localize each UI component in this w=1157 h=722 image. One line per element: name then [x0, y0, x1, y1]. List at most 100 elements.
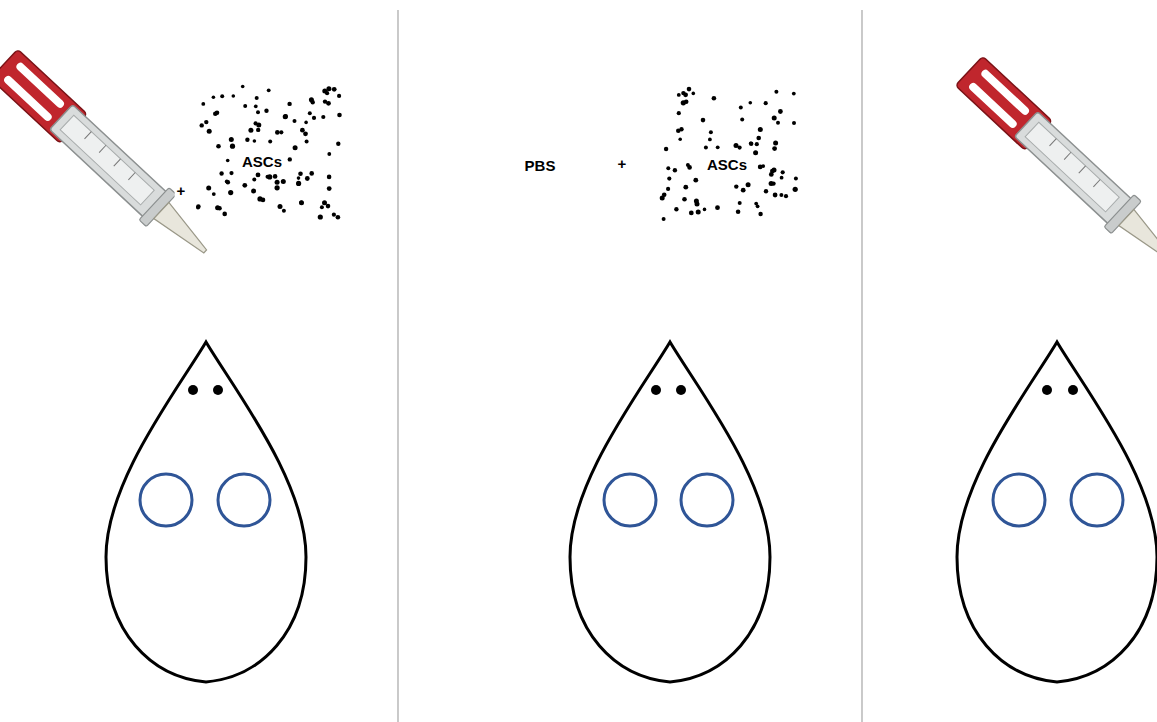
cell-dot [755, 142, 759, 146]
cell-dot [772, 146, 777, 151]
cell-dot [773, 193, 778, 198]
cell-dot [196, 204, 201, 209]
cell-dot [332, 87, 337, 92]
cell-dot [676, 128, 681, 133]
cell-dot [708, 138, 712, 142]
cell-dot [784, 194, 788, 198]
cell-dot [739, 106, 743, 110]
cell-dot [305, 176, 310, 181]
cell-dot [673, 168, 677, 172]
cell-dot [327, 186, 332, 191]
cell-dot [696, 210, 701, 215]
cell-dot [241, 85, 245, 89]
cell-dot [200, 123, 204, 127]
cell-dot [278, 204, 283, 209]
cell-dot [774, 90, 778, 94]
cell-dot [683, 185, 688, 190]
cell-dot [792, 121, 796, 125]
cell-dot [283, 114, 288, 119]
cell-dot [749, 142, 753, 146]
cell-dot [212, 95, 216, 99]
cell-dot [740, 118, 744, 122]
cell-dot [701, 118, 706, 123]
cell-dot [299, 200, 304, 205]
cell-dot [749, 101, 753, 105]
cell-dot [232, 94, 236, 98]
cell-dot [746, 182, 751, 187]
cell-dot [681, 100, 686, 105]
cell-dot [282, 209, 286, 213]
cell-dot [219, 171, 223, 175]
cell-dot [695, 202, 700, 207]
cell-dot [266, 175, 270, 179]
cell-dot [318, 214, 323, 219]
cell-dot [326, 204, 331, 209]
cell-dot [322, 88, 327, 93]
cell-dot [283, 114, 288, 119]
cell-label: ASCs [705, 156, 749, 173]
cell-dot [778, 109, 783, 114]
cell-dot [764, 101, 768, 105]
cell-dot [248, 128, 253, 133]
cell-dot [293, 119, 297, 123]
cell-dot [792, 92, 796, 96]
cell-dot [254, 121, 258, 125]
cell-dot [288, 157, 292, 161]
cell-dot [206, 186, 211, 191]
cell-dot [207, 129, 212, 134]
cell-dot [756, 136, 761, 141]
cell-dot [689, 211, 694, 216]
vehicle-label: PBS [523, 157, 558, 174]
cell-dot [275, 130, 280, 135]
cell-dot [336, 142, 340, 146]
cell-dot [337, 113, 342, 118]
cell-dot [228, 190, 233, 195]
cell-dot [220, 94, 224, 98]
cell-dot [201, 102, 205, 106]
cell-dot [256, 128, 260, 132]
cell-dot [773, 140, 778, 145]
cell-dot [229, 137, 234, 142]
cell-dot [296, 181, 301, 186]
cell-dot [304, 121, 308, 125]
cell-dot [674, 207, 678, 211]
cell-dot [758, 212, 762, 216]
cell-label: ASCs [240, 153, 284, 170]
cell-dot [736, 209, 741, 214]
cell-dot [336, 215, 341, 220]
cell-dot [321, 115, 325, 119]
cell-dot [279, 130, 283, 134]
cell-dot [769, 172, 774, 177]
cell-dot [242, 183, 247, 188]
cell-dot [268, 140, 272, 144]
cell-dot [337, 94, 341, 98]
cell-dot [303, 131, 308, 136]
panel-divider [397, 10, 398, 722]
cell-dot [251, 188, 256, 193]
cell-dot [222, 212, 227, 217]
cell-dot [293, 145, 298, 150]
mouse-outline [570, 342, 770, 682]
cell-dot [693, 178, 698, 183]
mouse-outline [957, 342, 1157, 682]
cell-dot [267, 88, 271, 92]
cell-dot [749, 142, 753, 146]
cell-dot [753, 150, 758, 155]
plus-sign: + [175, 182, 188, 199]
cell-dot [217, 206, 221, 210]
cell-dot [758, 127, 763, 132]
cell-dot [229, 171, 233, 175]
cell-dot [682, 197, 687, 202]
cell-dot [687, 87, 692, 92]
cell-dots [196, 85, 798, 221]
cell-dot [326, 101, 331, 106]
cell-dot [666, 166, 670, 170]
cell-dot [255, 96, 259, 100]
cell-dot [256, 110, 260, 114]
cell-dot [692, 92, 696, 96]
cell-dot [257, 196, 262, 201]
cell-dot [779, 193, 783, 197]
cell-dot [741, 188, 746, 193]
cell-dot [666, 187, 670, 191]
cell-dot [662, 217, 666, 221]
